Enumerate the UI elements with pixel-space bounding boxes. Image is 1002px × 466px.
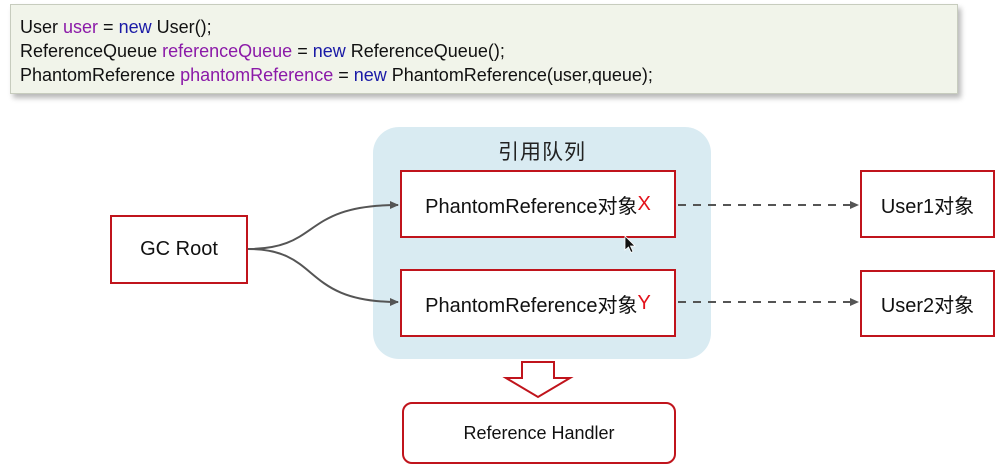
reference-handler-label: Reference Handler	[463, 422, 615, 443]
gc-root-label: GC Root	[140, 238, 218, 260]
code-snippet: User user = new User(); ReferenceQueue r…	[10, 4, 958, 94]
gc-root-node: GC Root	[110, 215, 248, 284]
code-type: User	[20, 17, 59, 37]
down-hollow-arrow-icon	[502, 361, 574, 399]
code-operator: =	[98, 17, 119, 37]
gc-root-to-x-edge	[247, 201, 399, 250]
gc-root-to-y-edge	[247, 248, 399, 306]
phantom-reference-y-letter: Y	[637, 291, 651, 314]
user1-object-node: User1对象	[860, 170, 995, 238]
code-expression: ReferenceQueue();	[345, 41, 505, 61]
user2-object-label: User2对象	[880, 295, 975, 317]
code-expression: PhantomReference(user,queue);	[386, 65, 653, 85]
code-line-3: PhantomReference phantomReference = new …	[20, 64, 653, 86]
code-keyword: new	[353, 65, 387, 85]
code-expression: User();	[151, 17, 212, 37]
user1-object-label: User1对象	[880, 195, 975, 218]
code-operator: =	[292, 41, 313, 61]
user2-object-node: User2对象	[860, 270, 995, 337]
code-variable: phantomReference	[180, 65, 334, 85]
phantom-reference-y-label: PhantomReference对象	[425, 294, 638, 317]
code-line-2: ReferenceQueue referenceQueue = new Refe…	[20, 40, 505, 62]
code-keyword: new	[312, 41, 346, 61]
mouse-cursor-icon	[624, 235, 636, 254]
code-type: PhantomReference	[20, 65, 176, 85]
phantom-reference-x-letter: X	[637, 192, 651, 215]
code-line-1: User user = new User();	[20, 16, 212, 38]
reference-handler-node: Reference Handler	[402, 402, 676, 464]
reference-queue-title: 引用队列	[498, 141, 586, 164]
code-variable: referenceQueue	[162, 41, 293, 61]
code-variable: user	[63, 17, 99, 37]
phantom-reference-x-label: PhantomReference对象	[425, 195, 638, 218]
code-keyword: new	[118, 17, 152, 37]
code-type: ReferenceQueue	[20, 41, 158, 61]
code-operator: =	[333, 65, 354, 85]
